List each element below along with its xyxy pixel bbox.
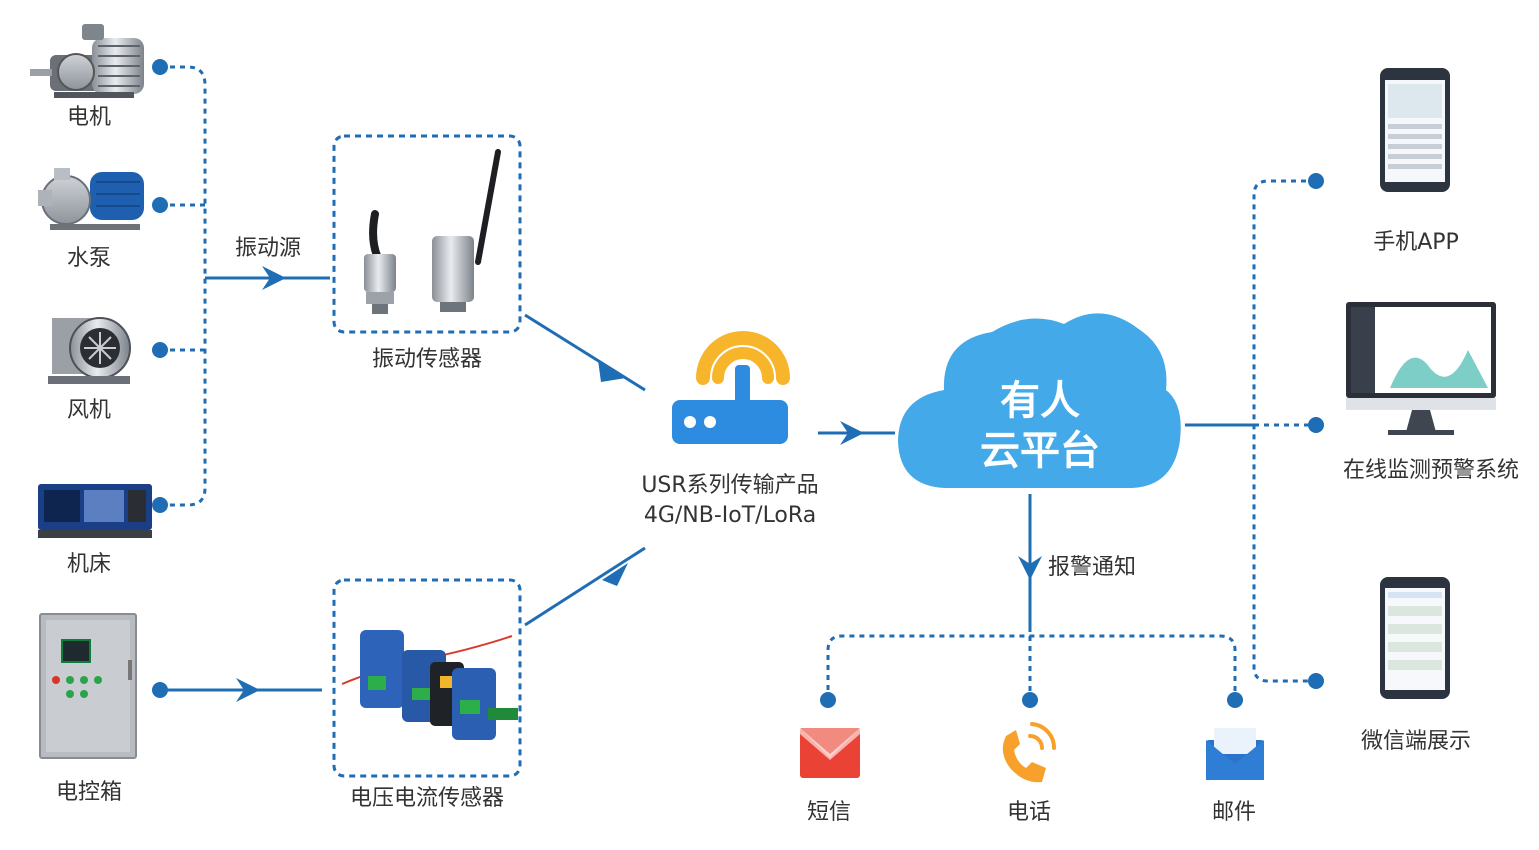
output-label-monitor: 在线监测预警系统: [1342, 458, 1519, 483]
diagonal-arrow-lower: [524, 546, 646, 627]
alarm-dots: [820, 692, 1243, 708]
control-cabinet-icon: [39, 613, 137, 759]
mobile-phone-icon: [1380, 68, 1450, 192]
centrifugal-fan-icon: [48, 317, 131, 384]
source-label-motor: 电机: [66, 105, 112, 130]
source-label-cabinet: 电控箱: [55, 780, 123, 805]
email-icon: [1206, 728, 1264, 780]
alert-label-sms: 短信: [806, 800, 852, 825]
cloud-icon: [898, 313, 1181, 488]
left-dotted-bus: [160, 65, 207, 507]
alarm-notice-label: 报警通知: [1048, 555, 1137, 580]
alert-label-email: 邮件: [1211, 800, 1257, 825]
wireless-router-icon: [672, 331, 790, 444]
alert-label-phone: 电话: [1006, 800, 1052, 825]
output-bus: [1185, 173, 1324, 689]
output-label-wechat: 微信端展示: [1360, 729, 1472, 754]
cloud-title-line1: 有人: [1000, 378, 1080, 424]
connector-dots-left: [152, 59, 168, 698]
transmitter-label-line1: USR系列传输产品: [641, 473, 819, 498]
vibration-sensor-label: 振动传感器: [371, 347, 483, 372]
source-label-pump: 水泵: [66, 246, 112, 271]
cloud-title-line2: 云平台: [980, 428, 1100, 474]
vibration-sensor-icon: [364, 149, 501, 314]
vibration-source-arrow: [205, 266, 330, 290]
router-to-cloud-arrow: [818, 421, 895, 445]
alarm-dotted-branches: [826, 634, 1237, 700]
cabinet-arrow: [160, 678, 322, 702]
electric-motor-icon: [30, 24, 144, 98]
source-label-fan: 风机: [66, 398, 112, 423]
current-sensor-label: 电压电流传感器: [349, 786, 505, 811]
machine-tool-icon: [38, 484, 152, 538]
vibration-source-label: 振动源: [234, 236, 302, 261]
vibration-sensor-box: [332, 134, 522, 334]
diagonal-arrow-upper: [524, 313, 646, 392]
transmitter-label-line2: 4G/NB-IoT/LoRa: [643, 503, 817, 528]
output-label-app: 手机APP: [1373, 230, 1459, 255]
phone-call-icon: [1002, 722, 1057, 783]
current-sensor-box: [332, 578, 522, 778]
alarm-down-arrow: [1018, 494, 1042, 632]
water-pump-icon: [38, 168, 144, 230]
sms-envelope-icon: [800, 728, 860, 778]
wechat-tablet-icon: [1380, 577, 1450, 699]
source-label-lathe: 机床: [66, 552, 112, 577]
current-sensor-icon: [341, 630, 518, 740]
monitor-dashboard-icon: [1346, 302, 1496, 435]
